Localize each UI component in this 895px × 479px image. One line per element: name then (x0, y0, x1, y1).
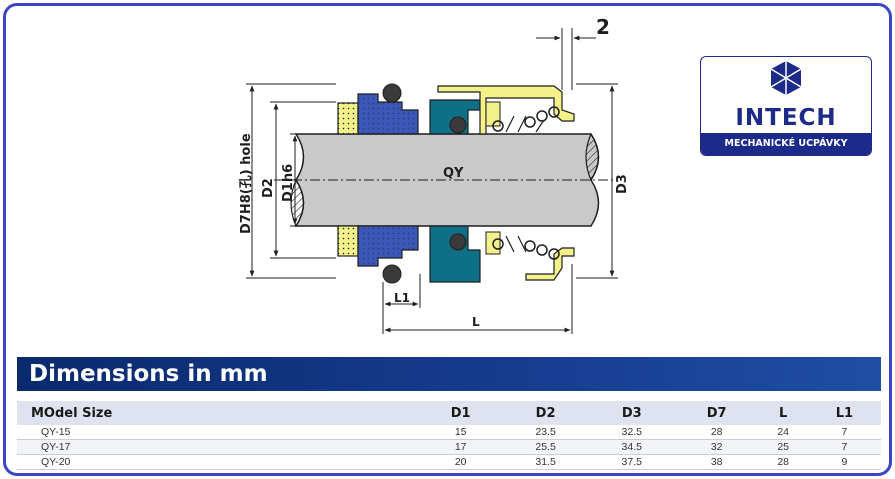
logo-wordmark: INTECH (735, 105, 837, 131)
table-cell: 34.5 (588, 439, 675, 455)
logo-tagline: MECHANICKÉ UCPÁVKY (701, 133, 871, 155)
table-cell: 9 (807, 454, 881, 470)
table-cell: 7 (807, 425, 881, 440)
table-cell: 24 (758, 425, 808, 440)
intech-logo: INTECH MECHANICKÉ UCPÁVKY (700, 56, 872, 156)
table-cell: QY-20 (17, 454, 419, 470)
table-row: QY-15 15 23.5 32.5 28 24 7 (17, 425, 881, 440)
table-cell: 20 (418, 454, 503, 470)
table-cell: 38 (674, 454, 759, 470)
table-cell: 25.5 (502, 439, 589, 455)
table-cell: QY-17 (17, 439, 419, 455)
table-cell: 7 (807, 439, 881, 455)
table-cell: 37.5 (588, 454, 675, 470)
table-cell: 15 (418, 425, 503, 440)
seal-top-half (337, 83, 575, 135)
table-cell: 28 (674, 425, 759, 440)
column-header: L1 (807, 401, 881, 425)
table-cell: 32.5 (588, 425, 675, 440)
dimension-lines (246, 28, 618, 334)
table-cell: 23.5 (502, 425, 589, 440)
column-header: D7 (674, 401, 759, 425)
column-header: D1 (418, 401, 503, 425)
table-cell: 25 (758, 439, 808, 455)
label-qy: QY (443, 166, 464, 181)
column-header: MOdel Size (17, 401, 419, 425)
table-cell: 17 (418, 439, 503, 455)
table-cell: 31.5 (502, 454, 589, 470)
table-row: QY-20 20 31.5 37.5 38 28 9 (17, 454, 881, 470)
dimensions-table: MOdel Size D1 D2 D3 D7 L L1 QY-15 15 23.… (17, 401, 881, 470)
seal-bottom-half (337, 225, 575, 284)
banner-title: Dimensions in mm (29, 361, 268, 387)
image-frame: D7H8(孔) hole D2 D1h6 QY D3 L1 L 2 INTECH… (3, 3, 892, 476)
label-l1: L1 (394, 291, 410, 305)
column-header: D2 (502, 401, 589, 425)
column-header: L (758, 401, 808, 425)
label-d3: D3 (615, 174, 630, 194)
label-l: L (472, 315, 480, 329)
column-header: D3 (588, 401, 675, 425)
label-d7: D7H8(孔) hole (239, 133, 254, 234)
table-cell: 28 (758, 454, 808, 470)
label-d1: D1h6 (281, 164, 296, 202)
table-cell: 32 (674, 439, 759, 455)
label-d2: D2 (261, 178, 276, 198)
seal-cross-section-drawing: D7H8(孔) hole D2 D1h6 QY D3 L1 L 2 (239, 15, 630, 334)
table-header-row: MOdel Size D1 D2 D3 D7 L L1 (17, 401, 881, 425)
label-gap-2: 2 (596, 15, 610, 39)
table-row: QY-17 17 25.5 34.5 32 25 7 (17, 439, 881, 455)
shaft (290, 132, 600, 228)
dimensions-banner: Dimensions in mm (17, 357, 881, 391)
cube-logo-icon (770, 61, 802, 95)
table-cell: QY-15 (17, 425, 419, 440)
